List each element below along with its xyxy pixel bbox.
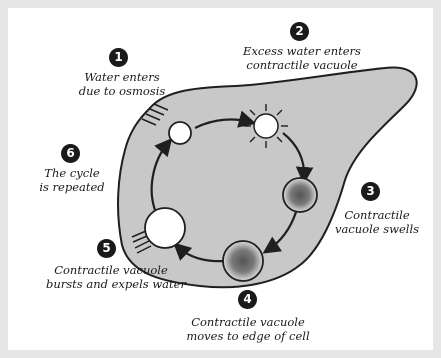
cell-body: [118, 68, 417, 288]
vacuole-filling: [254, 114, 278, 138]
vacuole-small: [169, 122, 191, 144]
step-5-number: 5: [97, 239, 116, 258]
step-6-label: The cycle is repeated: [34, 166, 110, 194]
vacuole-bursting: [145, 208, 185, 248]
step-4-number: 4: [238, 290, 257, 309]
step-1-number: 1: [109, 48, 128, 67]
step-2-number: 2: [290, 22, 309, 41]
step-1-label: Water enters due to osmosis: [74, 70, 170, 98]
vacuole-at-edge: [223, 241, 263, 281]
step-3-number: 3: [361, 182, 380, 201]
step-4-label: Contractile vacuole moves to edge of cel…: [182, 315, 314, 343]
step-2-label: Excess water enters contractile vacuole: [242, 44, 362, 72]
step-5-label: Contractile vacuole bursts and expels wa…: [46, 263, 176, 291]
step-6-number: 6: [61, 144, 80, 163]
vacuole-swollen: [283, 178, 317, 212]
step-3-label: Contractile vacuole swells: [334, 208, 420, 236]
